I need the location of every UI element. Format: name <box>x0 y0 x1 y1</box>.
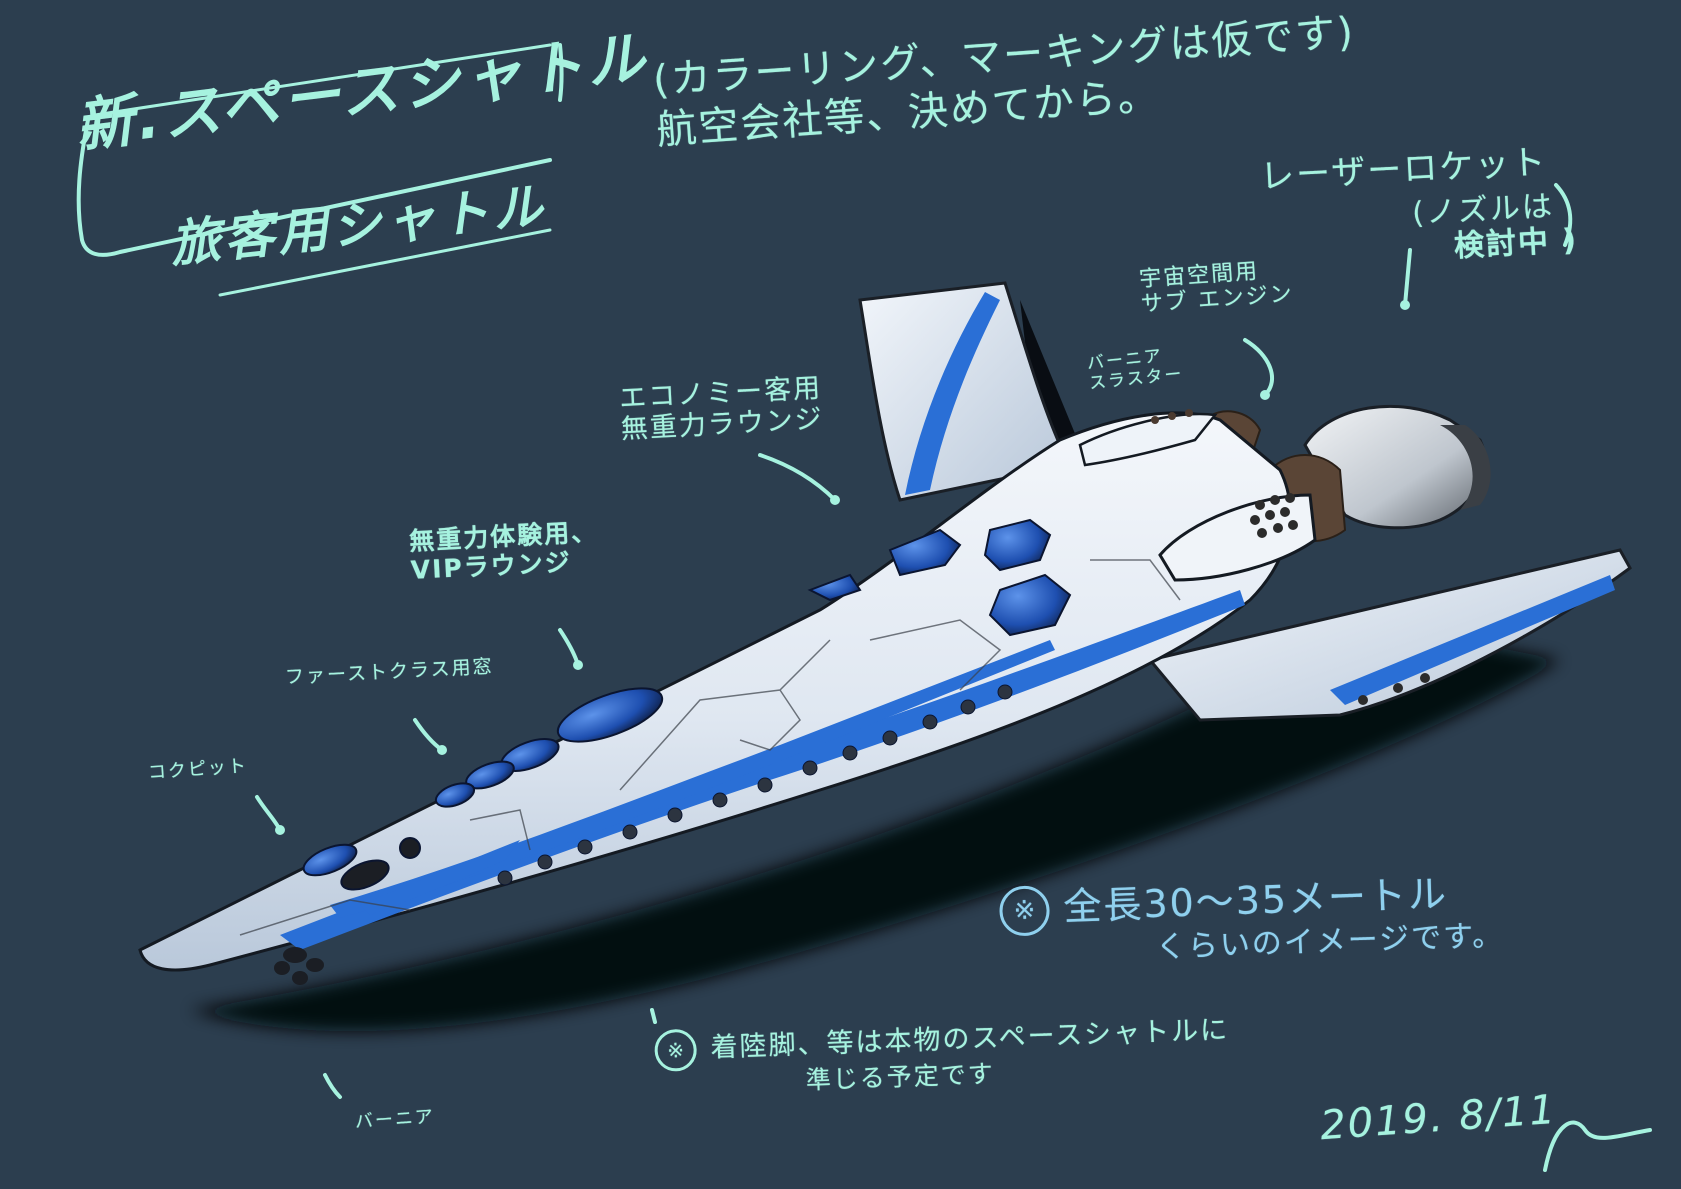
sub-engine-note: 宇宙空間用 サブ エンジン <box>1138 257 1294 318</box>
laser-rocket-sub-2: 検討中 ) <box>1453 222 1579 264</box>
laser-rocket-note: レーザーロケット (ノズルは 検討中 ) <box>1259 142 1579 274</box>
title-block <box>40 40 600 300</box>
note-mark-icon: ※ <box>653 1028 698 1073</box>
note-mark-icon: ※ <box>998 885 1051 937</box>
shuttle-shadow <box>190 640 1560 1032</box>
economy-lounge-note: エコノミー客用 無重力ラウンジ <box>619 373 825 446</box>
nose-thrusters <box>274 947 324 985</box>
sub-engine-pod <box>1158 493 1317 582</box>
right-wing <box>1147 548 1632 722</box>
forward-windows <box>302 687 664 891</box>
length-note: ※全長30〜35メートル くらいのイメージです。 <box>998 869 1505 971</box>
vip-lounge-note: 無重力体験用、 VIPラウンジ <box>409 517 601 585</box>
hull-stripe-upper <box>280 590 1245 950</box>
portholes <box>497 684 1013 886</box>
title-frame <box>76 43 564 297</box>
lounge-windows <box>807 518 1072 637</box>
